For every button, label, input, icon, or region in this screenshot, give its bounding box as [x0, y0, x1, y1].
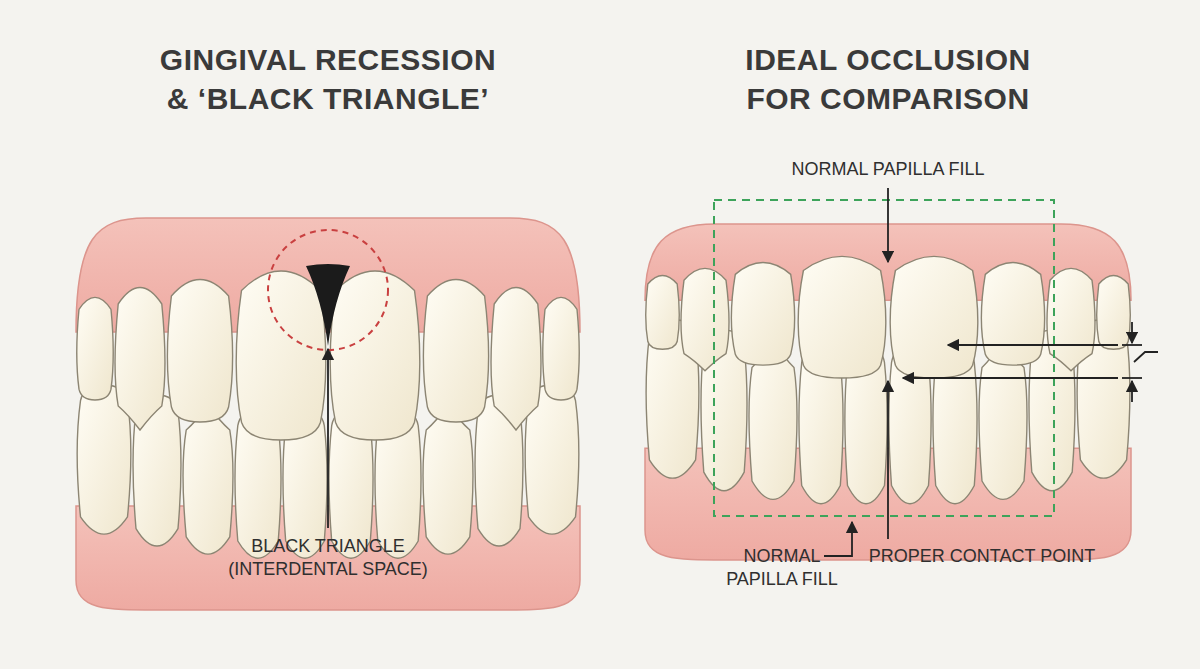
upper-tooth — [115, 288, 165, 431]
leader-line — [327, 349, 329, 528]
overlay-group — [268, 188, 1158, 556]
upper-tooth — [77, 297, 113, 400]
upper-tooth — [1097, 275, 1130, 349]
leader-line — [887, 381, 889, 539]
upper-tooth — [168, 280, 233, 423]
callout-label: BLACK TRIANGLE (INTERDENTAL SPACE) — [208, 535, 448, 580]
leader-line — [1131, 322, 1133, 343]
highlight-circle — [268, 230, 388, 350]
callout-label: NORMAL PAPILLA FILL — [717, 545, 847, 590]
upper-tooth — [681, 268, 729, 370]
dentition — [645, 224, 1131, 560]
upper-tooth — [236, 271, 326, 440]
panel-title: IDEAL OCCLUSION FOR COMPARISON — [723, 40, 1053, 118]
leader-line — [887, 188, 889, 262]
leader-line — [903, 377, 1118, 379]
leader-line — [1122, 377, 1142, 379]
leader-line — [1122, 344, 1142, 346]
upper-tooth — [732, 263, 795, 366]
leader-line — [948, 344, 1118, 346]
upper-tooth — [424, 280, 489, 423]
dentition — [76, 218, 580, 610]
callout-label: NORMAL PAPILLA FILL — [791, 158, 984, 181]
upper-tooth — [491, 288, 541, 431]
upper-tooth — [890, 256, 978, 378]
comparison-frame — [714, 200, 1054, 516]
leader-line — [1134, 352, 1158, 362]
teeth-group — [76, 218, 1131, 610]
panel-title: GINGIVAL RECESSION & ‘BLACK TRIANGLE’ — [148, 40, 508, 118]
lower-tooth — [183, 405, 233, 554]
upper-tooth — [543, 297, 579, 400]
upper-tooth — [646, 275, 679, 349]
lower-tooth — [423, 405, 473, 554]
leader-line — [824, 522, 852, 556]
upper-tooth — [982, 263, 1045, 366]
upper-tooth — [330, 271, 420, 440]
leader-line — [1131, 381, 1133, 402]
black-triangle-gap — [306, 264, 350, 346]
upper-tooth — [798, 256, 886, 378]
callout-label: PROPER CONTACT POINT — [869, 545, 1095, 568]
